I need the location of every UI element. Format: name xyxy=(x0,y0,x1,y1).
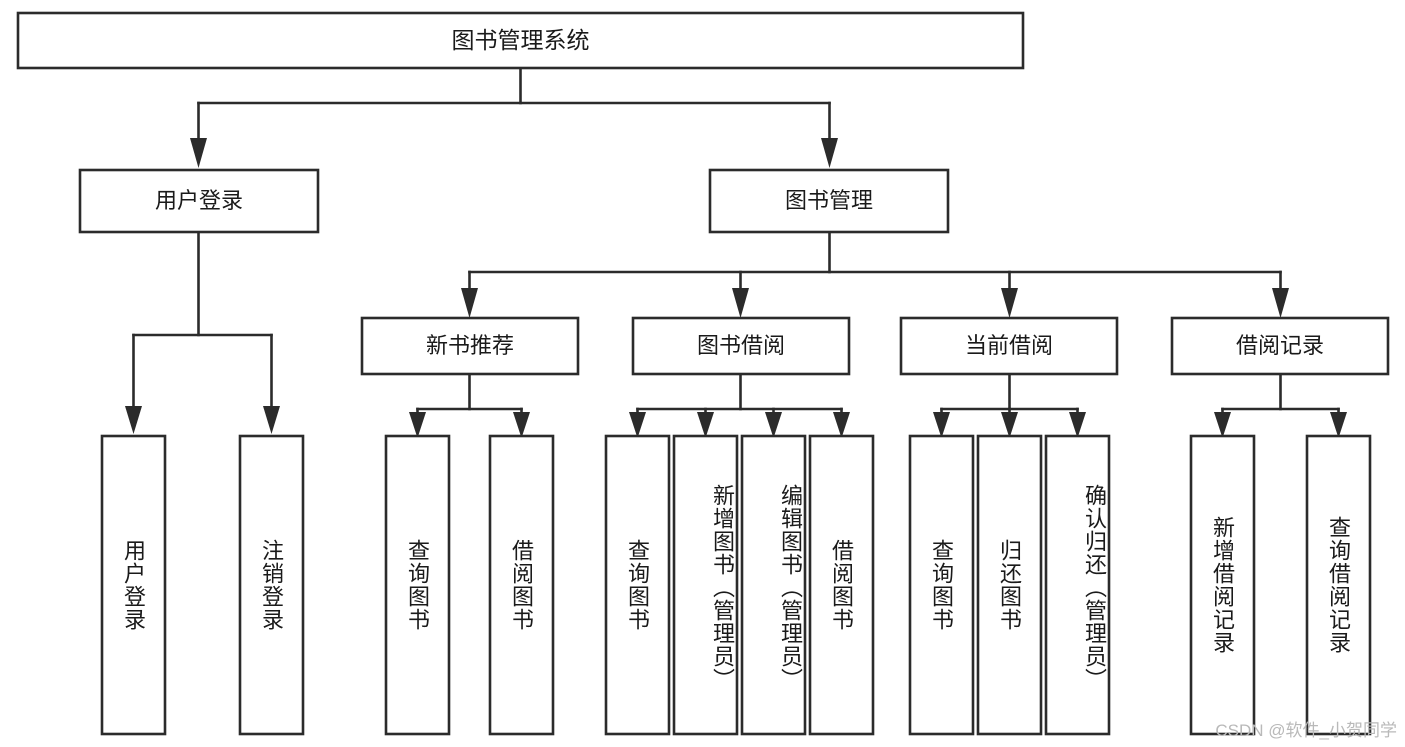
node-book-manage[interactable]: 图书管理 xyxy=(708,168,950,234)
node-user-login-label: 用户登录 xyxy=(155,188,243,213)
node-user-login[interactable]: 用户登录 xyxy=(78,168,320,234)
leaf-boxes xyxy=(100,434,1372,736)
edges-book-borrow-to-leaves xyxy=(629,372,850,438)
arrow-head-leaf-query-book-1 xyxy=(409,412,426,438)
leaf-box-borrow-book-2[interactable] xyxy=(808,434,875,736)
node-book-manage-box[interactable] xyxy=(708,168,950,234)
arrow-head-borrow-record xyxy=(1272,288,1289,318)
node-current-borrow[interactable]: 当前借阅 xyxy=(899,316,1119,376)
node-root-label: 图书管理系统 xyxy=(452,27,590,53)
leaf-box-edit-book-admin[interactable] xyxy=(740,434,807,736)
leaf-box-add-borrow-record[interactable] xyxy=(1189,434,1256,736)
arrow-head-book-manage xyxy=(821,138,838,168)
arrow-head-user-login xyxy=(190,138,207,168)
arrow-head-leaf-query-borrow-record xyxy=(1330,412,1347,438)
node-new-book-recommend[interactable]: 新书推荐 xyxy=(360,316,580,376)
node-user-login-box[interactable] xyxy=(78,168,320,234)
arrow-head-leaf-logout-login xyxy=(263,406,280,434)
leaf-box-user-login[interactable] xyxy=(100,434,167,736)
node-new-book-recommend-label: 新书推荐 xyxy=(426,333,514,358)
edges-borrow-record-to-leaves xyxy=(1214,372,1347,438)
edges-current-borrow-to-leaves xyxy=(933,372,1086,438)
arrow-head-leaf-query-book-2 xyxy=(629,412,646,438)
edges-user-login-to-leaves xyxy=(125,230,280,434)
arrow-head-leaf-return-book xyxy=(1001,412,1018,438)
arrow-head-leaf-confirm-return-admin xyxy=(1069,412,1086,438)
leaf-box-logout-login[interactable] xyxy=(238,434,305,736)
arrow-head-leaf-user-login xyxy=(125,406,142,434)
arrow-head-current-borrow xyxy=(1001,288,1018,318)
node-root[interactable]: 图书管理系统 xyxy=(16,11,1025,70)
node-current-borrow-label: 当前借阅 xyxy=(965,333,1053,358)
arrow-head-leaf-add-book-admin xyxy=(697,412,714,438)
leaf-box-return-book[interactable] xyxy=(976,434,1043,736)
leaf-box-borrow-book-1[interactable] xyxy=(488,434,555,736)
node-book-manage-label: 图书管理 xyxy=(785,188,873,213)
node-current-borrow-box[interactable] xyxy=(899,316,1119,376)
node-new-book-recommend-box[interactable] xyxy=(360,316,580,376)
node-root-box[interactable] xyxy=(16,11,1025,70)
node-book-borrow[interactable]: 图书借阅 xyxy=(631,316,851,376)
node-borrow-record-box[interactable] xyxy=(1170,316,1390,376)
arrow-head-book-borrow xyxy=(732,288,749,318)
edges-book-manage-to-level3 xyxy=(461,230,1289,318)
node-book-borrow-label: 图书借阅 xyxy=(697,333,785,358)
leaf-box-query-book-3[interactable] xyxy=(908,434,975,736)
arrow-head-leaf-query-book-3 xyxy=(933,412,950,438)
leaf-box-query-book-1[interactable] xyxy=(384,434,451,736)
arrow-head-leaf-borrow-book-1 xyxy=(513,412,530,438)
node-book-borrow-box[interactable] xyxy=(631,316,851,376)
arrow-head-leaf-add-borrow-record xyxy=(1214,412,1231,438)
edges-new-book-to-leaves xyxy=(409,372,530,438)
leaf-box-query-borrow-record[interactable] xyxy=(1305,434,1372,736)
leaf-box-confirm-return-admin[interactable] xyxy=(1044,434,1111,736)
arrow-head-leaf-edit-book-admin xyxy=(765,412,782,438)
node-borrow-record[interactable]: 借阅记录 xyxy=(1170,316,1390,376)
leaf-box-add-book-admin[interactable] xyxy=(672,434,739,736)
arrow-head-new-book-recommend xyxy=(461,288,478,318)
arrow-head-leaf-borrow-book-2 xyxy=(833,412,850,438)
edges-root-to-level2 xyxy=(190,66,838,168)
node-borrow-record-label: 借阅记录 xyxy=(1236,333,1324,358)
leaf-box-query-book-2[interactable] xyxy=(604,434,671,736)
